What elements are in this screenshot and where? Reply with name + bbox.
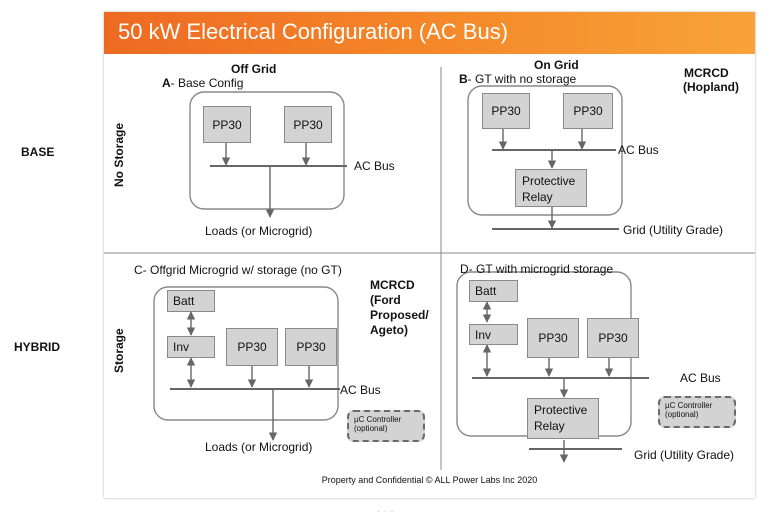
mcrcd-tag-line: MCRCD xyxy=(684,66,729,80)
slide-title: 50 kW Electrical Configuration (AC Bus) xyxy=(118,19,509,44)
footer-text: Property and Confidential © ALL Power La… xyxy=(321,475,538,485)
grid-label: Grid (Utility Grade) xyxy=(634,448,735,462)
loads-label: Loads (or Microgrid) xyxy=(205,440,313,454)
quadrant-c-title: C- Offgrid Microgrid w/ storage (no GT) xyxy=(134,263,342,277)
column-header-on-grid: On Grid xyxy=(534,58,579,72)
frame-c xyxy=(153,286,339,421)
quadrant-a-title: A- Base Config xyxy=(162,76,244,90)
row-label-base: BASE xyxy=(21,145,55,159)
pp30-unit: PP30 xyxy=(527,318,579,358)
title-banner: 50 kW Electrical Configuration (AC Bus) xyxy=(104,12,755,54)
inverter-box: Inv xyxy=(167,336,215,358)
quadrant-d-title: D- GT with microgrid storage xyxy=(460,262,614,276)
pp30-unit: PP30 xyxy=(203,106,251,143)
frame-b xyxy=(467,85,623,216)
mcrcd-tag: MCRCD(Ford Proposed/Ageto) xyxy=(370,278,429,337)
more-dots: · · · xyxy=(377,507,395,516)
ac-bus-label: AC Bus xyxy=(340,383,381,397)
grid-label: Grid (Utility Grade) xyxy=(623,223,724,237)
inverter-box: Inv xyxy=(469,324,518,345)
pp30-unit: PP30 xyxy=(587,318,639,358)
loads-label: Loads (or Microgrid) xyxy=(205,224,313,238)
ac-bus-label: AC Bus xyxy=(618,143,659,157)
pp30-unit: PP30 xyxy=(226,328,278,366)
pp30-unit: PP30 xyxy=(285,328,337,366)
pp30-unit: PP30 xyxy=(284,106,332,143)
pp30-unit: PP30 xyxy=(563,93,613,129)
pp30-unit: PP30 xyxy=(482,93,530,129)
controller-box: µC Controller(optional) xyxy=(658,396,736,428)
battery-box: Batt xyxy=(469,280,518,302)
quadrant-b-title: B- GT with no storage xyxy=(459,72,577,86)
mcrcd-tag-line: (Hopland) xyxy=(683,80,739,94)
side-label-storage: Storage xyxy=(112,328,126,373)
slide: 50 kW Electrical Configuration (AC Bus) xyxy=(104,12,755,498)
frame-a xyxy=(189,91,345,210)
ac-bus-label: AC Bus xyxy=(354,159,395,173)
controller-box: µC Controller(optional) xyxy=(347,410,425,442)
column-header-off-grid: Off Grid xyxy=(231,62,277,76)
side-label-no-storage: No Storage xyxy=(112,122,126,187)
battery-box: Batt xyxy=(167,290,215,312)
row-label-hybrid: HYBRID xyxy=(14,340,61,354)
ac-bus-label: AC Bus xyxy=(680,371,721,385)
